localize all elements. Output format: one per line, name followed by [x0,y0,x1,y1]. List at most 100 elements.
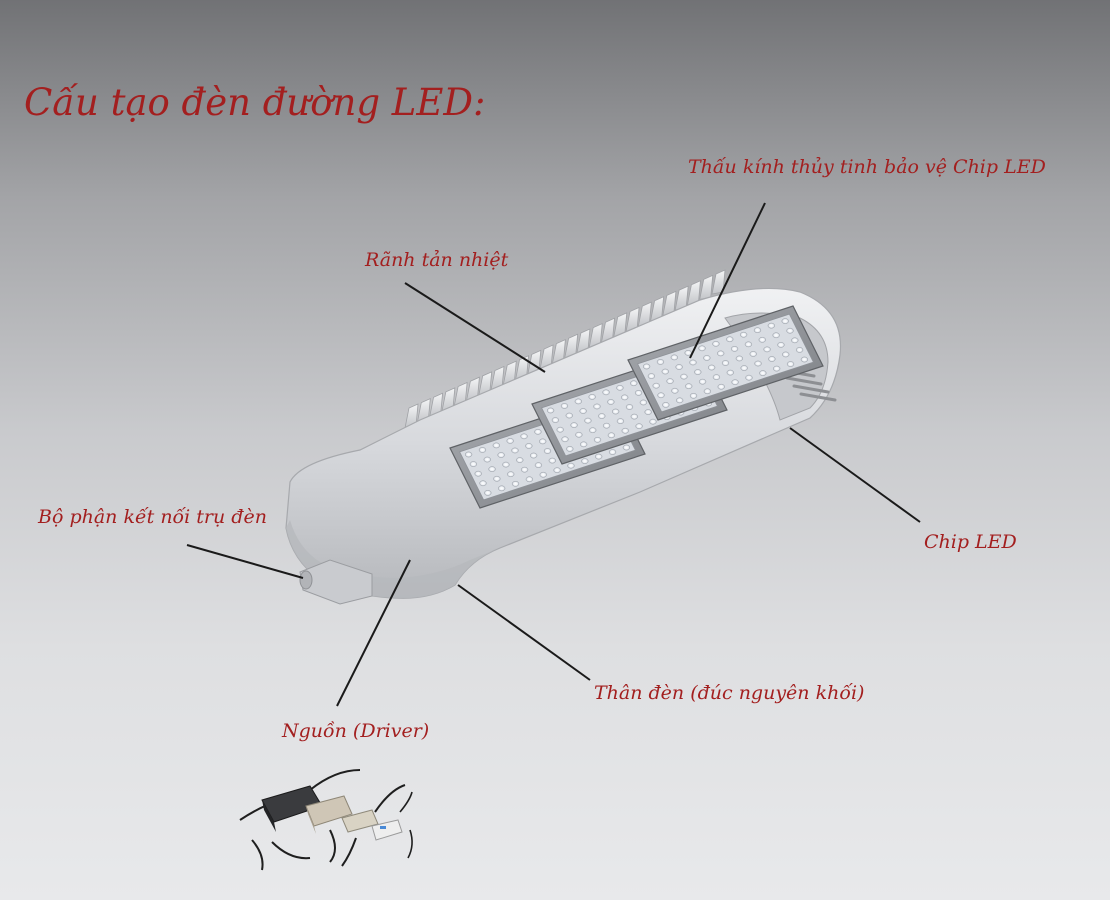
led-chip [474,470,482,477]
led-chip [759,370,767,376]
led-chip [520,433,528,440]
led-chip [635,423,643,430]
led-chip [721,360,730,366]
led-chip [546,407,555,414]
led-chip [534,428,542,435]
led-chip [698,345,706,352]
led-chip [478,447,487,453]
led-chip [529,452,538,459]
led-chip [616,384,624,391]
led-chip [671,387,679,394]
led-chip [712,374,721,380]
led-chip [593,403,601,410]
label-lens: Thấu kính thủy tinh bảo vệ Chip LED [688,156,1046,178]
led-chip [652,382,660,389]
led-chip [712,340,720,347]
led-chip [781,318,789,324]
led-chip [575,431,583,438]
led-chip [565,412,573,419]
leader-chip [789,427,921,523]
led-chip [525,476,534,483]
led-chip [753,327,762,334]
led-chip [611,408,620,415]
label-driver: Nguồn (Driver) [282,720,430,742]
driver-units [239,769,413,871]
led-chip [685,383,693,390]
led-chip [598,413,606,419]
led-chip [670,354,678,361]
led-chip [525,443,533,449]
leader-lines [186,202,921,707]
led-chip [745,374,753,381]
led-chip [584,417,592,424]
led-chip [579,408,587,414]
vent-slot [785,376,823,386]
led-chip [707,364,716,371]
led-chip [560,403,569,409]
leader-connector [186,544,304,579]
led-chip [589,427,597,434]
led-chip [657,392,665,399]
led-chip [602,422,611,429]
led-chip [782,351,790,358]
led-chip [768,356,776,362]
led-chip [551,417,560,423]
led-chip [647,373,656,379]
led-chip [543,448,552,454]
diagram-title: Cấu tạo đèn đường LED: [24,81,486,124]
led-chip [479,480,487,487]
fin [711,269,726,295]
led-chip [607,432,616,439]
led-chip [639,399,648,406]
led-chip [649,418,657,425]
led-chip [506,438,514,444]
led-chip [566,446,574,452]
led-chip [630,380,638,387]
led-chip [498,485,506,492]
led-chip [502,461,510,468]
led-chip [758,336,766,343]
led-chip [726,336,734,343]
led-chip [581,458,589,464]
led-chip [497,452,505,458]
led-chip [726,369,734,376]
led-chip [553,467,561,474]
led-chip [634,390,643,396]
led-chip [739,331,748,338]
led-chip [644,409,652,415]
led-chip [511,447,519,454]
led-chip [735,355,744,362]
led-chip [493,475,501,482]
led-chip [754,360,762,367]
led-chip [717,383,725,390]
leader-lens [689,202,766,359]
led-chip [580,441,588,448]
led-chip [608,449,617,455]
led-chip [731,379,739,386]
led-chip [703,388,712,395]
led-chip [740,365,748,371]
led-chip [520,466,529,473]
led-chip [484,490,492,496]
led-chip [574,398,582,405]
led-chip [516,457,524,463]
label-heatsink: Rãnh tản nhiệt [365,249,509,271]
label-chip: Chip LED [924,531,1017,553]
led-chip [539,471,547,478]
led-chip [763,346,771,353]
led-chip [730,346,739,352]
led-chip [786,361,795,367]
label-body: Thân đèn (đúc nguyên khối) [594,682,865,704]
led-chip [666,378,674,384]
led-chip [791,337,799,344]
leader-heatsink [404,282,546,373]
led-chip [534,462,543,468]
led-chip [567,462,575,469]
led-chip [689,392,698,399]
led-chip [786,327,794,334]
led-chip [548,457,556,464]
led-chip [469,461,478,467]
led-chip [488,466,496,472]
led-chip [661,368,669,375]
